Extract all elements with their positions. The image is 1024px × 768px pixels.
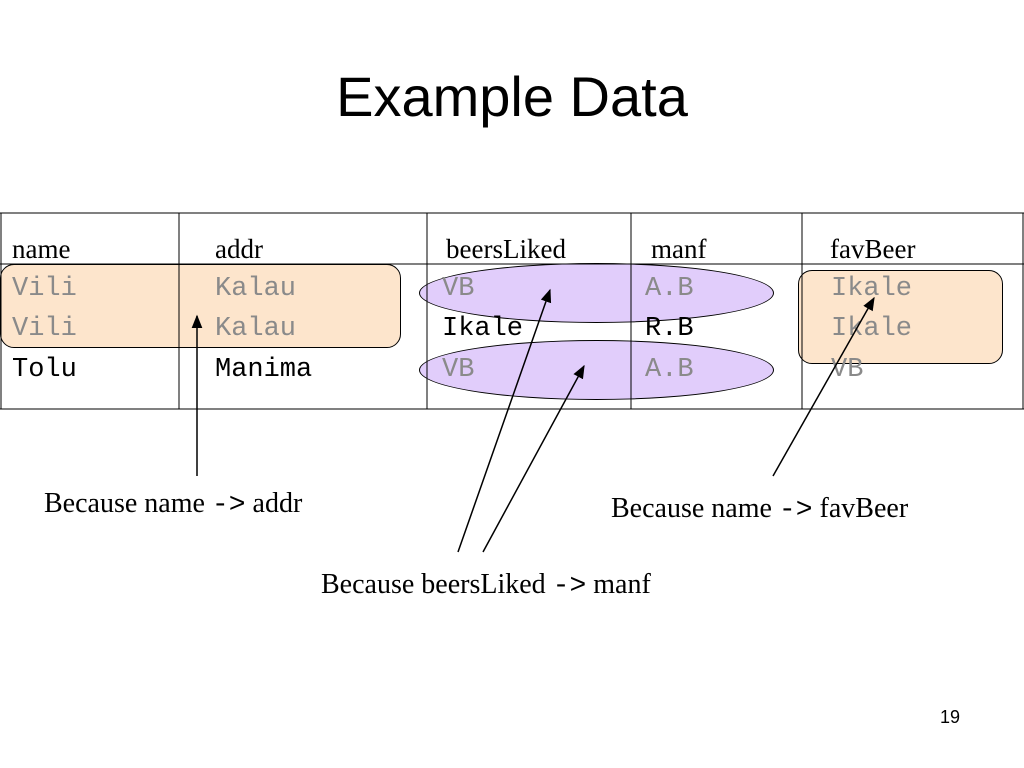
slide-title: Example Data bbox=[336, 65, 688, 128]
caption-name-favbeer-arrow: -> bbox=[778, 495, 813, 526]
header-favbeer: favBeer bbox=[830, 234, 916, 264]
caption-beersliked-manf-prefix: Because beersLiked bbox=[321, 569, 553, 600]
caption-beersliked-manf-suffix: manf bbox=[586, 569, 651, 600]
cell-row1-name: Vili bbox=[12, 274, 77, 304]
cell-row3-beersliked: VB bbox=[442, 355, 475, 385]
header-addr: addr bbox=[215, 234, 263, 264]
caption-name-favbeer-suffix: favBeer bbox=[812, 493, 909, 524]
cell-row2-beersliked: Ikale bbox=[442, 314, 524, 344]
header-manf: manf bbox=[651, 234, 707, 264]
caption-name-favbeer-prefix: Because name bbox=[611, 493, 779, 524]
caption-name-addr: Because name -> addr bbox=[44, 487, 302, 523]
highlight-name-addr-rows bbox=[0, 264, 401, 348]
cell-row2-manf: R.B bbox=[645, 314, 694, 344]
cell-row3-manf: A.B bbox=[645, 355, 694, 385]
header-name: name bbox=[12, 234, 71, 264]
cell-row2-favbeer: Ikale bbox=[831, 314, 913, 344]
caption-name-addr-suffix: addr bbox=[245, 488, 303, 519]
caption-name-addr-prefix: Because name bbox=[44, 488, 212, 519]
page-number: 19 bbox=[940, 707, 961, 727]
caption-name-favbeer: Because name -> favBeer bbox=[611, 492, 908, 528]
cell-row1-favbeer: Ikale bbox=[831, 274, 913, 304]
cell-row2-addr: Kalau bbox=[215, 314, 297, 344]
cell-row3-addr: Manima bbox=[215, 355, 313, 385]
cell-row2-name: Vili bbox=[12, 314, 77, 344]
caption-beersliked-manf: Because beersLiked -> manf bbox=[321, 568, 651, 604]
header-beersliked: beersLiked bbox=[446, 234, 566, 264]
cell-row3-name: Tolu bbox=[12, 355, 77, 385]
cell-row1-beersliked: VB bbox=[442, 274, 475, 304]
caption-name-addr-arrow: -> bbox=[211, 490, 246, 521]
cell-row1-addr: Kalau bbox=[215, 274, 297, 304]
caption-beersliked-manf-arrow: -> bbox=[552, 571, 587, 602]
cell-row3-favbeer: VB bbox=[831, 355, 864, 385]
cell-row1-manf: A.B bbox=[645, 274, 694, 304]
